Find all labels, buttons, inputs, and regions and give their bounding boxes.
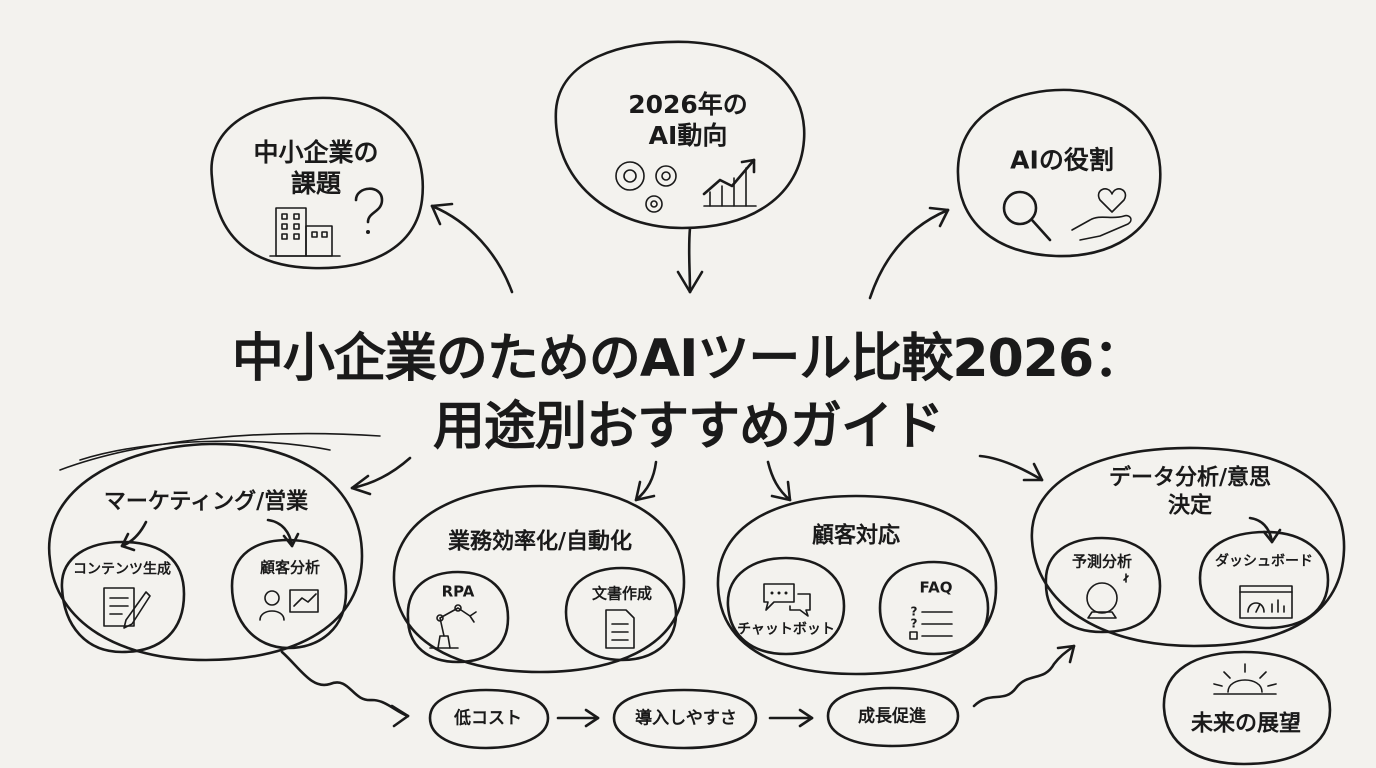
dashboard-icon — [1239, 585, 1293, 619]
automation-bubble — [392, 484, 686, 674]
chat-bubbles-icon — [763, 583, 811, 617]
arrow-to-marketing — [350, 456, 412, 490]
rpa-label: RPA — [441, 582, 475, 601]
benefit-label-1: 低コスト — [454, 708, 522, 729]
automation-label: 業務効率化/自動化 — [447, 529, 633, 555]
trends-label: 2026年のAI動向 — [628, 89, 748, 150]
arrow-to-data — [978, 454, 1044, 482]
future-bubble — [1162, 650, 1332, 766]
doc-creation-bubble — [564, 566, 678, 662]
customer-analysis-label: 顧客分析 — [259, 558, 321, 577]
doc-creation-label: 文書作成 — [591, 584, 653, 603]
challenges-bubble — [210, 96, 425, 270]
arrow-from-trends — [687, 226, 692, 294]
chatbot-label: チャットボット — [737, 621, 835, 638]
role-bubble — [956, 88, 1162, 258]
person-chart-icon — [259, 589, 319, 621]
support-bubble — [716, 494, 998, 676]
magnifier-icon — [1002, 190, 1052, 242]
document-icon — [605, 609, 635, 649]
wavy-arrow-left — [280, 650, 410, 718]
dashboard-bubble — [1198, 530, 1330, 630]
faq-bubble — [878, 560, 990, 656]
arrow-to-challenges — [430, 204, 514, 294]
page-title-line2: 用途別おすすめガイド — [432, 397, 944, 457]
arrow-to-automation — [634, 460, 658, 502]
faq-q1-glyph: ? — [910, 604, 918, 619]
trend-chart-icon — [702, 158, 757, 207]
page-title-line1: 中小企業のためのAIツール比較2026： — [231, 329, 1145, 389]
role-label: AIの役割 — [1010, 145, 1114, 175]
benefit-bubble-2 — [612, 688, 758, 750]
support-label: 顧客対応 — [811, 523, 901, 549]
content-gen-label: コンテンツ生成 — [73, 561, 171, 578]
gears-icon — [615, 161, 677, 213]
trends-bubble — [554, 40, 806, 230]
robot-arm-icon — [429, 604, 477, 649]
question-icon — [354, 187, 384, 234]
wavy-arrow-right — [972, 644, 1076, 708]
hand-heart-icon — [1071, 188, 1132, 241]
data-label: データ分析/意思決定 — [1108, 465, 1272, 519]
marketing-label: マーケティング/営業 — [103, 489, 309, 515]
predictive-bubble — [1044, 536, 1162, 634]
content-gen-bubble — [60, 540, 186, 654]
chatbot-bubble — [726, 556, 846, 656]
benefit-label-2: 導入しやすさ — [635, 708, 737, 729]
document-pen-icon — [103, 587, 151, 629]
arrow-to-role — [868, 208, 950, 300]
faq-label: FAQ — [919, 578, 953, 597]
faq-list-icon — [909, 611, 953, 640]
sunrise-icon — [1213, 663, 1277, 695]
crystal-ball-icon — [1086, 573, 1129, 619]
benefit-bubble-1 — [428, 688, 550, 750]
dashboard-label: ダッシュボード — [1215, 553, 1313, 570]
faq-q2-glyph: ? — [910, 616, 918, 631]
benefit-label-3: 成長促進 — [858, 706, 926, 727]
future-label: 未来の展望 — [1190, 711, 1302, 737]
arrow-to-support — [766, 460, 792, 502]
building-icon — [269, 207, 341, 257]
marketing-bubble — [47, 442, 364, 662]
rpa-bubble — [406, 570, 510, 664]
customer-analysis-bubble — [230, 538, 348, 650]
predictive-label: 予測分析 — [1071, 552, 1133, 571]
challenges-label: 中小企業の課題 — [253, 137, 379, 198]
benefit-bubble-3 — [826, 686, 960, 748]
